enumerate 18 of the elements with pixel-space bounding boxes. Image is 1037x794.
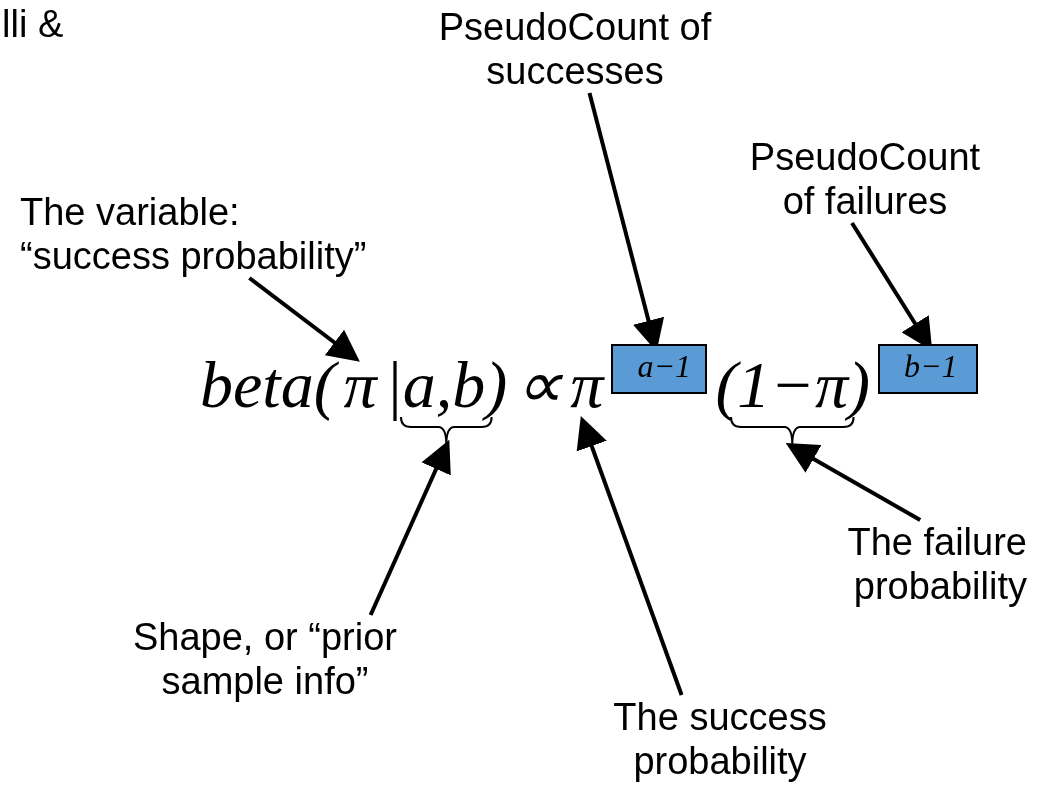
annotation-text: PseudoCount of failures (735, 135, 995, 223)
cut-off-text: lli & (2, 2, 64, 46)
arrow (368, 439, 451, 616)
formula-symbol: π (343, 350, 377, 420)
formula-text: |a,b) (384, 350, 508, 420)
highlight-box: b−1 (877, 344, 978, 394)
formula-text: (1−π) (715, 350, 870, 420)
annotation-text: Shape, or “prior sample info” (100, 615, 430, 703)
formula-symbol: π (570, 350, 604, 420)
annotation-text: The success probability (560, 695, 880, 783)
arrow (248, 276, 360, 362)
arrow (576, 416, 684, 696)
annotation-text: The failure probability (760, 520, 1027, 608)
formula-text: ∝ (515, 350, 563, 420)
annotation-text: PseudoCount of successes (430, 5, 720, 93)
highlight-box: a−1 (611, 344, 708, 394)
arrow (785, 443, 922, 522)
annotation-text: The variable: “success probability” (20, 190, 390, 278)
